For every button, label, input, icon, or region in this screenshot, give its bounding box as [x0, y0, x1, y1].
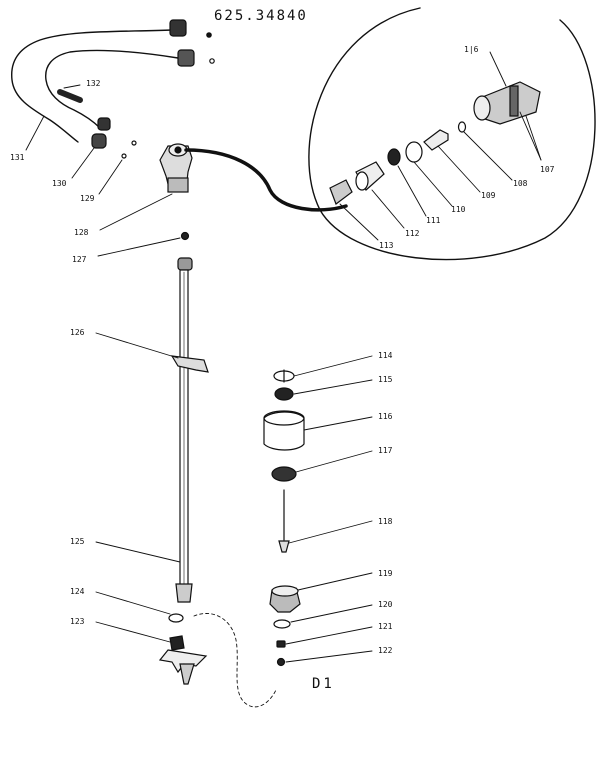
plug-122 [276, 657, 286, 667]
pin-118 [278, 489, 290, 553]
plug-121 [276, 640, 286, 648]
spray-nozzle-123 [158, 635, 208, 685]
spring-109 [423, 129, 449, 151]
callout-129: 129 [80, 194, 95, 203]
callout-111: 111 [426, 216, 441, 225]
hose-coupling-upper [169, 19, 212, 38]
callout-126: 126 [70, 328, 85, 337]
callout-120: 120 [378, 600, 393, 609]
callout-106: 1|6 [464, 45, 479, 54]
nozzle-107 [473, 81, 541, 125]
seal-111 [387, 148, 401, 166]
nut-130 [91, 133, 107, 149]
dashed-hose [193, 613, 277, 708]
callout-109: 109 [481, 191, 496, 200]
callout-132: 132 [86, 79, 101, 88]
screw-114 [273, 369, 295, 383]
callout-128: 128 [74, 228, 89, 237]
clamp-126 [170, 355, 209, 373]
hose-assembly [11, 29, 179, 143]
callout-121: 121 [378, 622, 393, 631]
gasket-115 [274, 387, 294, 401]
hose-to-detail [184, 148, 348, 212]
screen-117 [271, 466, 297, 482]
callout-labels: 1|6 107 108 109 110 111 112 113 114 115 … [10, 45, 555, 655]
o-ring-120 [273, 619, 291, 629]
callout-122: 122 [378, 646, 393, 655]
valve-128 [159, 143, 193, 193]
model-number: 625.34840 [214, 8, 308, 24]
filter-cup-116 [263, 410, 305, 451]
detail-circle [308, 7, 596, 261]
body-119 [269, 585, 301, 613]
callout-123: 123 [70, 617, 85, 626]
callout-112: 112 [405, 229, 420, 238]
o-ring-127 [180, 231, 190, 241]
figure-label: D1 [312, 676, 335, 692]
callout-130: 130 [52, 179, 67, 188]
callout-110: 110 [451, 205, 466, 214]
callout-116: 116 [378, 412, 393, 421]
callout-124: 124 [70, 587, 85, 596]
hose-coupling-lower [177, 49, 215, 67]
callout-125: 125 [70, 537, 85, 546]
callout-118: 118 [378, 517, 393, 526]
o-ring-108 [457, 121, 467, 133]
washer-110 [405, 141, 423, 163]
callout-117: 117 [378, 446, 393, 455]
callout-107: 107 [540, 165, 555, 174]
callout-127: 127 [72, 255, 87, 264]
fitting-113 [329, 179, 353, 205]
callout-114: 114 [378, 351, 393, 360]
ferrule-129 [97, 117, 137, 159]
sleeve-112 [355, 161, 385, 191]
callout-113: 113 [379, 241, 394, 250]
callout-108: 108 [513, 179, 528, 188]
callout-119: 119 [378, 569, 393, 578]
callout-115: 115 [378, 375, 393, 384]
washer-124 [168, 613, 184, 623]
callout-131: 131 [10, 153, 25, 162]
leader-lines [25, 51, 542, 663]
wand-125 [175, 257, 193, 603]
